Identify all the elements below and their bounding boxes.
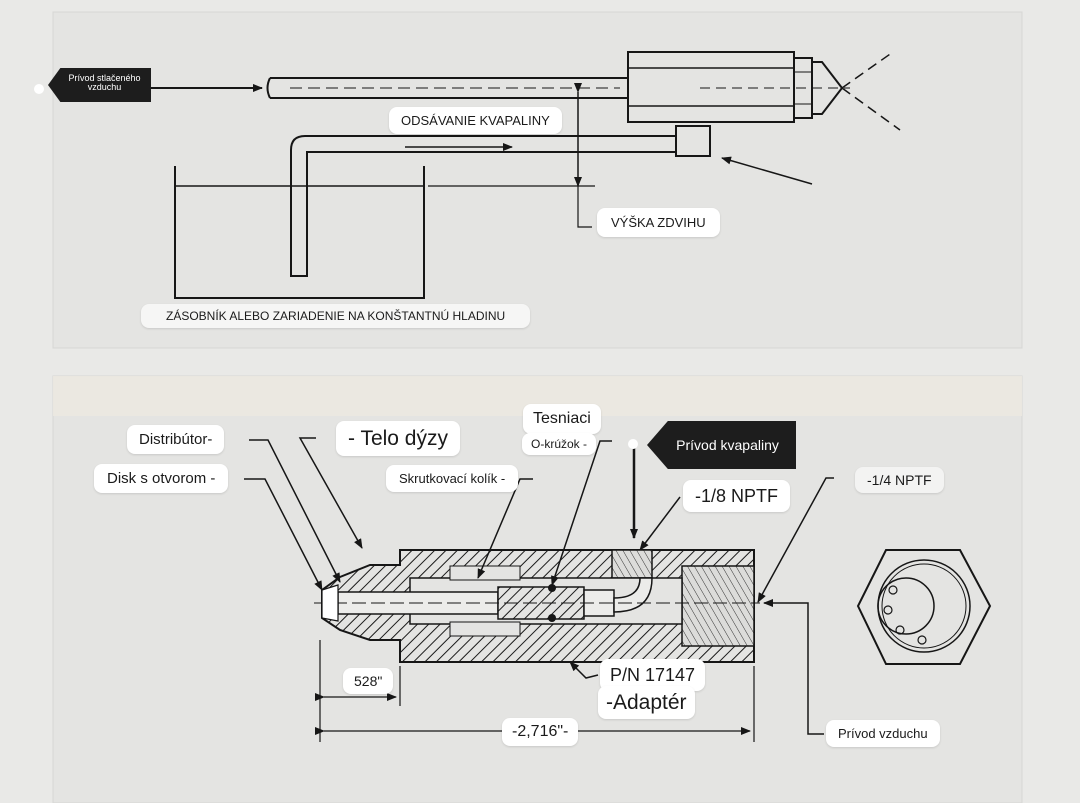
leader-distributor <box>249 439 341 583</box>
lift-height-label: VÝŠKA ZDVIHU <box>597 208 720 237</box>
nptf-1-4-label: -1/4 NPTF <box>855 467 944 493</box>
dimension-small-label: 528" <box>343 668 394 694</box>
leader-nptf-1-4 <box>757 477 834 603</box>
compressed-air-label: Prívod stlačeného vzduchu <box>48 68 151 102</box>
marker-dot <box>34 84 44 94</box>
leader-nozzle-body <box>298 437 363 549</box>
leader-nptf-1-8 <box>639 496 681 551</box>
adapter-label: -Adaptér <box>598 686 695 719</box>
leader-o-ring <box>551 440 612 586</box>
liquid-suction-label: ODSÁVANIE KVAPALINY <box>389 107 562 134</box>
liquid-fitting <box>675 125 711 157</box>
leader-adapter <box>569 661 599 679</box>
leader-screw-pin <box>477 478 533 579</box>
liquid-supply-label: Prívod kvapaliny <box>647 421 796 469</box>
reservoir-label: ZÁSOBNÍK ALEBO ZARIADENIE NA KONŠTANTNÚ … <box>141 304 531 328</box>
nozzle-cross-section <box>314 549 760 663</box>
leader-orifice-disc <box>244 478 323 591</box>
air-supply-label: Prívod vzduchu <box>826 720 940 747</box>
air-pipe <box>266 77 628 99</box>
seal-label: Tesniaci <box>523 404 601 434</box>
suction-pipe <box>290 135 676 277</box>
nozzle-tip <box>811 61 844 115</box>
part-number-label: P/N 17147 <box>600 659 706 691</box>
fitting-pointer <box>721 156 813 185</box>
dimension-total-label: -2,716"- <box>502 718 579 746</box>
spray-cone-lower <box>841 87 901 131</box>
top-panel-frame <box>52 11 1023 349</box>
distributor-label: Distribútor- <box>127 425 225 454</box>
screw-pin-label: Skrutkovací kolík - <box>386 465 519 492</box>
reservoir-tank <box>174 166 425 299</box>
nptf-1-8-label: -1/8 NPTF <box>683 480 791 512</box>
nozzle-nut <box>627 51 795 123</box>
o-ring-label: O-krúžok - <box>522 433 597 455</box>
spray-cone-upper <box>841 51 894 89</box>
liquid-supply-dot <box>628 439 638 449</box>
nozzle-body-label: - Telo dýzy <box>336 421 460 456</box>
end-view-hexagon <box>856 549 992 665</box>
orifice-disc-label: Disk s otvorom - <box>94 464 229 493</box>
air-supply-arrow <box>763 599 824 735</box>
